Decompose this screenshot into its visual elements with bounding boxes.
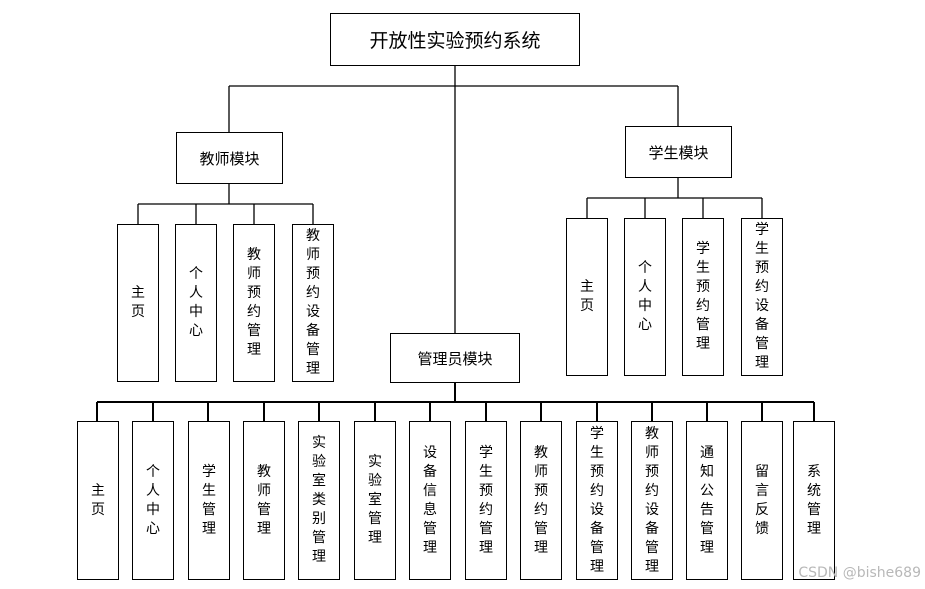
teacher-child-label: 教师预约设备管理 bbox=[306, 228, 320, 377]
admin-child-node: 学生管理 bbox=[188, 421, 230, 580]
teacher-module-label: 教师模块 bbox=[199, 149, 260, 168]
admin-child-node: 教师管理 bbox=[243, 421, 285, 580]
admin-child-label: 实验室类别管理 bbox=[312, 435, 326, 565]
student-child-label: 学生预约管理 bbox=[696, 241, 710, 352]
root-label: 开放性实验预约系统 bbox=[369, 30, 541, 52]
teacher-child-label: 主页 bbox=[131, 285, 145, 320]
student-module-node: 学生模块 bbox=[625, 126, 732, 178]
admin-child-label: 学生预约管理 bbox=[479, 444, 493, 556]
admin-module-node: 管理员模块 bbox=[390, 333, 520, 383]
admin-child-node: 实验室管理 bbox=[354, 421, 396, 580]
admin-child-label: 学生管理 bbox=[202, 463, 216, 537]
teacher-module-node: 教师模块 bbox=[176, 132, 283, 184]
student-module-label: 学生模块 bbox=[648, 143, 709, 162]
teacher-child-node: 主页 bbox=[117, 224, 159, 382]
teacher-child-label: 教师预约管理 bbox=[247, 247, 261, 358]
admin-child-node: 主页 bbox=[77, 421, 119, 580]
admin-child-label: 系统管理 bbox=[807, 463, 821, 537]
admin-child-label: 设备信息管理 bbox=[423, 444, 437, 556]
admin-child-node: 留言反馈 bbox=[741, 421, 783, 580]
student-child-node: 主页 bbox=[566, 218, 608, 376]
admin-child-label: 个人中心 bbox=[146, 463, 160, 537]
student-child-label: 学生预约设备管理 bbox=[755, 222, 769, 371]
watermark-text: CSDN @bishe689 bbox=[798, 565, 921, 581]
admin-child-label: 实验室管理 bbox=[368, 454, 382, 546]
admin-child-node: 学生预约设备管理 bbox=[576, 421, 618, 580]
student-child-node: 学生预约设备管理 bbox=[741, 218, 783, 376]
admin-module-label: 管理员模块 bbox=[417, 349, 493, 368]
admin-child-node: 通知公告管理 bbox=[686, 421, 728, 580]
student-child-node: 个人中心 bbox=[624, 218, 666, 376]
admin-child-label: 学生预约设备管理 bbox=[590, 425, 604, 575]
root-node: 开放性实验预约系统 bbox=[330, 13, 580, 66]
teacher-child-node: 个人中心 bbox=[175, 224, 217, 382]
admin-child-node: 教师预约设备管理 bbox=[631, 421, 673, 580]
admin-child-node: 系统管理 bbox=[793, 421, 835, 580]
student-child-label: 主页 bbox=[580, 279, 594, 314]
admin-child-label: 主页 bbox=[91, 482, 105, 518]
student-child-node: 学生预约管理 bbox=[682, 218, 724, 376]
admin-child-node: 实验室类别管理 bbox=[298, 421, 340, 580]
teacher-child-node: 教师预约管理 bbox=[233, 224, 275, 382]
teacher-child-node: 教师预约设备管理 bbox=[292, 224, 334, 382]
admin-child-node: 学生预约管理 bbox=[465, 421, 507, 580]
teacher-child-label: 个人中心 bbox=[189, 266, 203, 339]
admin-child-label: 教师预约管理 bbox=[534, 444, 548, 556]
admin-child-node: 设备信息管理 bbox=[409, 421, 451, 580]
admin-child-node: 教师预约管理 bbox=[520, 421, 562, 580]
admin-child-label: 留言反馈 bbox=[755, 463, 769, 537]
admin-child-label: 教师预约设备管理 bbox=[645, 425, 659, 575]
admin-child-node: 个人中心 bbox=[132, 421, 174, 580]
admin-child-label: 通知公告管理 bbox=[700, 444, 714, 556]
student-child-label: 个人中心 bbox=[638, 260, 652, 333]
admin-child-label: 教师管理 bbox=[257, 463, 271, 537]
